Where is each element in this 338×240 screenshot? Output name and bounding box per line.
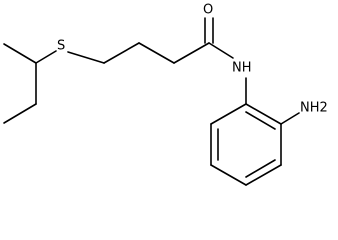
amine-label: NH2 (300, 101, 328, 116)
ring-bond-6 (210, 103, 247, 125)
ring-inner-double-2 (245, 159, 276, 178)
bond-ch-sulfur (35, 50, 57, 64)
ring-inner-double-1 (245, 111, 276, 130)
bond-ring-amine (280, 112, 300, 125)
ring-bond-1 (245, 103, 282, 125)
bond-sulfur-ch2 (67, 51, 105, 64)
ring-bond-4 (210, 164, 247, 186)
bond-ch2-ch3 (3, 103, 37, 124)
bond-carbonyl-nitrogen (208, 42, 234, 59)
sulfur-label: S (57, 39, 65, 54)
bond-ch2-ch2-a (103, 42, 140, 64)
ring-bond-3 (245, 164, 282, 186)
bond-methyl-ch (3, 43, 37, 64)
bond-ch2-ch2-b (138, 42, 175, 64)
chemical-structure-diagram: O S NH NH2 (3, 3, 328, 186)
amide-nitrogen-label: NH (232, 61, 252, 76)
bond-ch2-carbonyl (173, 42, 210, 64)
oxygen-label: O (203, 3, 213, 18)
